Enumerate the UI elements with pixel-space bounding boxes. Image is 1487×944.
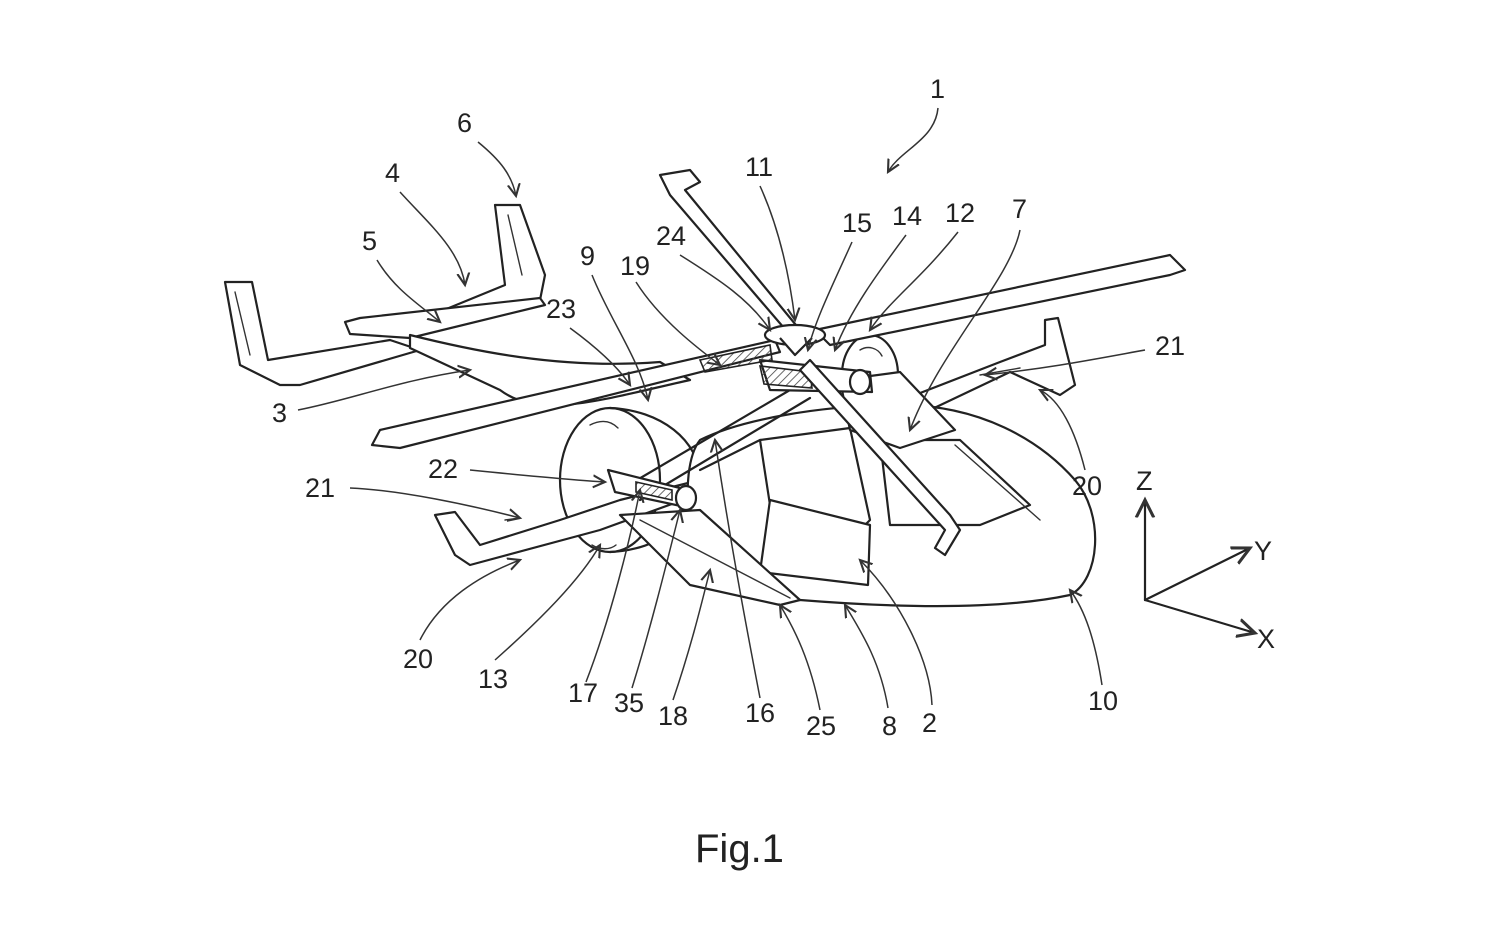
axis-z-label: Z: [1136, 466, 1153, 496]
label-23: 23: [546, 294, 576, 324]
label-12: 12: [945, 198, 975, 228]
label-8: 8: [882, 711, 897, 741]
label-24: 24: [656, 221, 686, 251]
label-21a: 21: [305, 473, 335, 503]
label-25: 25: [806, 711, 836, 741]
label-10: 10: [1088, 686, 1118, 716]
label-5: 5: [362, 226, 377, 256]
label-18: 18: [658, 701, 688, 731]
label-9: 9: [580, 241, 595, 271]
label-20a: 20: [403, 644, 433, 674]
reference-labels: 1 2 3 4 5 6 7 8 9 10 11 12 13 14 15 16 1…: [272, 74, 1185, 741]
front-right-wing: [915, 318, 1075, 410]
label-14: 14: [892, 201, 922, 231]
axis-y-label: Y: [1254, 536, 1272, 566]
label-22: 22: [428, 454, 458, 484]
label-17: 17: [568, 678, 598, 708]
label-3: 3: [272, 398, 287, 428]
label-2: 2: [922, 708, 937, 738]
label-16: 16: [745, 698, 775, 728]
label-15: 15: [842, 208, 872, 238]
label-7: 7: [1012, 194, 1027, 224]
axis-x-label: X: [1257, 624, 1275, 654]
label-35: 35: [614, 688, 644, 718]
label-19: 19: [620, 251, 650, 281]
figure-caption: Fig.1: [695, 827, 784, 871]
label-13: 13: [478, 664, 508, 694]
label-6: 6: [457, 108, 472, 138]
label-4: 4: [385, 158, 400, 188]
label-11: 11: [745, 152, 773, 182]
label-1: 1: [930, 74, 945, 104]
label-20b: 20: [1072, 471, 1102, 501]
label-21b: 21: [1155, 331, 1185, 361]
axis-triad: Z Y X: [1136, 466, 1275, 654]
